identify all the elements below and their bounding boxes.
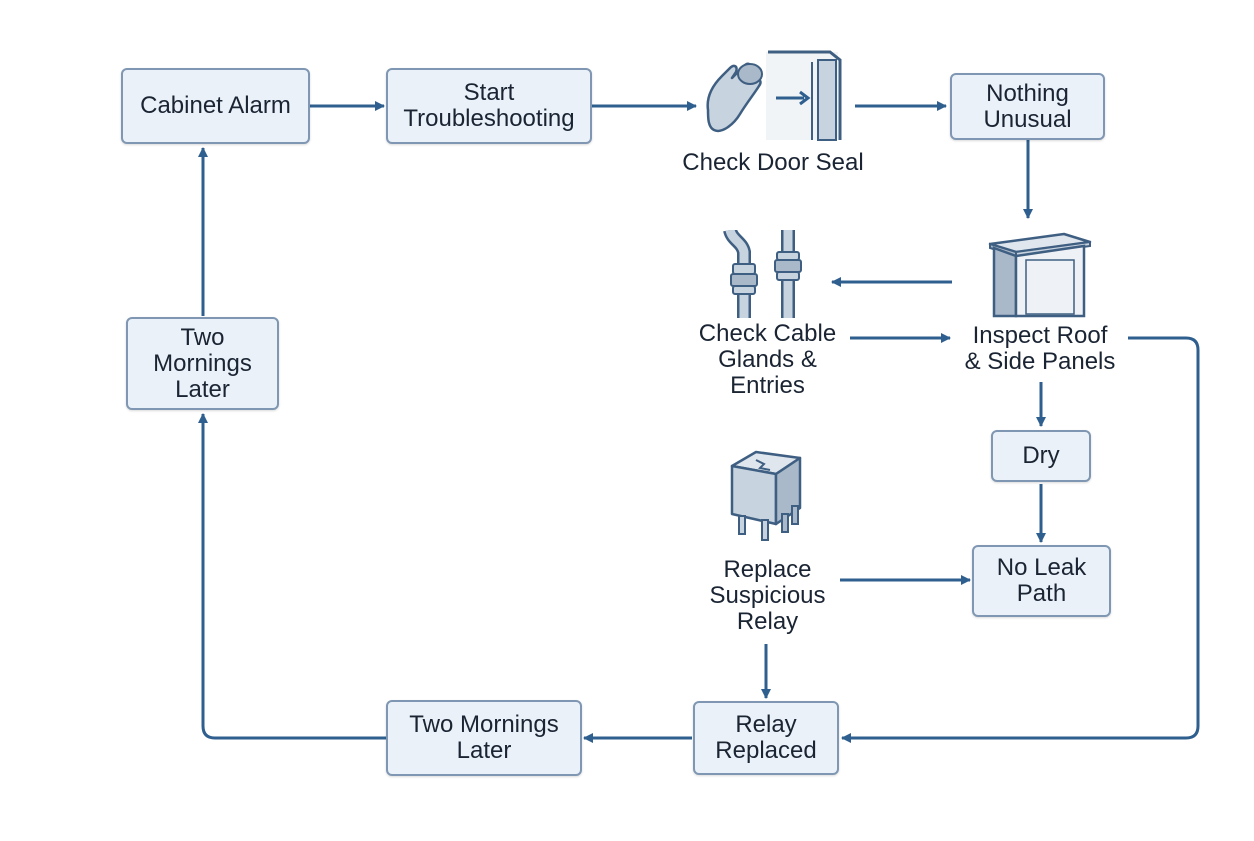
nothing-unusual-box: Nothing Unusual — [950, 73, 1105, 140]
relay-replaced-box: Relay Replaced — [693, 701, 839, 775]
cabinet-icon — [988, 232, 1092, 318]
arrow-inspect-roof-to-relay-replaced — [841, 336, 1200, 743]
start-troubleshooting-box: Start Troubleshooting — [386, 68, 592, 144]
hand-door-icon — [706, 50, 842, 141]
replace-suspicious-relay-label: Replace Suspicious Relay — [709, 556, 826, 635]
two-mornings-later-left-box: Two Mornings Later — [126, 317, 279, 410]
two-mornings-later-bottom-box: Two Mornings Later — [386, 700, 582, 776]
relay-icon — [730, 450, 802, 541]
no-leak-path-box: No Leak Path — [972, 545, 1111, 617]
inspect-roof-label: Inspect Roof & Side Panels — [964, 322, 1116, 375]
check-cable-glands-label: Check Cable Glands & Entries — [698, 320, 837, 399]
cabinet-alarm-box: Cabinet Alarm — [121, 68, 310, 144]
cable-gland-icon — [723, 230, 802, 318]
dry-box: Dry — [991, 430, 1091, 482]
check-door-seal-label: Check Door Seal — [682, 149, 864, 176]
arrow-two-mornings-to-two-mornings-left — [198, 413, 386, 740]
